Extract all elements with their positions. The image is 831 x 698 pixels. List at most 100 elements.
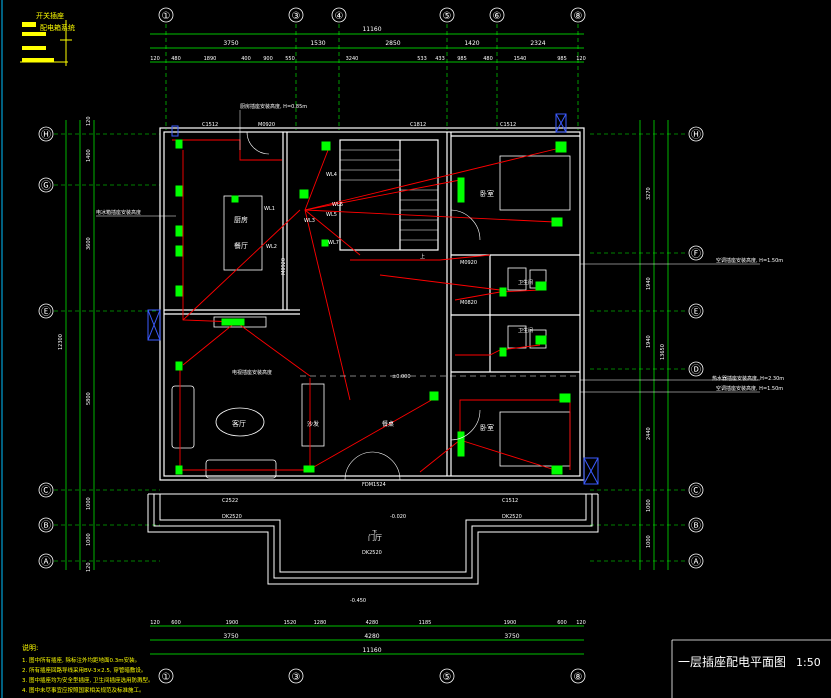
axis-right-A: Ⓐ [691,556,701,568]
bed-1 [499,155,571,211]
dim-top-r2-5: 550 [285,56,295,62]
door-swings [246,131,481,481]
dim-top-r1-3: 1420 [464,40,479,47]
dim-top-r2-4: 900 [263,56,273,62]
dim-bot-r1-3: 1520 [284,620,297,626]
dim-top-r2-7: 533 [417,56,427,62]
axis-bot-5: ⑤ [443,672,452,683]
dining-table-shape [223,195,263,271]
notes-line-2: 2. 所有插座回路导线采用BV-3×2.5, 穿管暗敷设。 [22,666,146,674]
building-walls [159,127,585,481]
lbl-door-mid2: M0820 [460,300,477,306]
axis-top-5: ⑤ [443,11,452,22]
socket-9 [231,195,239,203]
socket-24 [535,335,547,345]
dim-left-1: 1400 [86,149,92,162]
dim-top-r2-0: 120 [150,56,160,62]
socket-16 [551,465,563,475]
dim-bot-r1-2: 1900 [226,620,239,626]
dim-right-3: 2440 [646,427,652,440]
lbl-wl6: WL6 [332,202,343,208]
furniture [171,155,571,479]
dim-top-r2-3: 400 [241,56,251,62]
axis-left-G: Ⓖ [41,180,51,192]
lbl-wl4: WL4 [326,172,337,178]
axis-right-E: Ⓔ [691,306,701,318]
annot-fridge: 电冰箱插座安装高度 [96,209,141,216]
socket-11 [429,391,439,401]
dim-right-overall: 13650 [660,344,666,360]
dim-top-r2-1: 480 [171,56,181,62]
dim-top-r1-1: 1530 [310,40,325,47]
axis-left-H: Ⓗ [41,129,51,141]
socket-6 [175,361,183,371]
lbl-door-top2: M0920 [258,122,275,128]
blue-boxes [147,113,599,485]
circuit-wiring [172,139,571,473]
socket-17 [559,393,571,403]
socket-23 [535,281,547,291]
axis-bot-8: ⑧ [574,672,583,683]
lbl-wl2: WL2 [266,244,277,250]
dim-right-0: 3270 [646,187,652,200]
sockets [175,139,571,475]
notes-title: 说明: [22,643,38,652]
dim-bot-r1-4: 1280 [314,620,327,626]
socket-1 [175,139,183,149]
legend-swatch-3 [22,46,46,50]
dim-top-r1-0: 3750 [223,40,238,47]
socket-14 [555,141,567,153]
notes-line-4: 4. 图中未尽事宜应按照国家相关规范及标准施工。 [22,686,145,694]
socket-20 [321,141,331,151]
bottom-axes: ① ③ ⑤ ⑧ 120 600 1900 1520 1280 4280 1185… [150,620,586,684]
dim-left-5: 1000 [86,533,92,546]
lbl-elev3: -0.450 [350,598,366,604]
room-bedroom2: 卧室 [480,423,494,432]
axis-bot-3: ③ [292,672,301,683]
dim-bot-r1-8: 600 [557,620,567,626]
annot-kitchen: 厨房插座安装高度, H=0.85m [240,103,307,110]
dim-left-3: 5800 [86,392,92,405]
room-entry: 门厅 [368,533,382,542]
dim-right-1: 1940 [646,277,652,290]
dim-left-4: 1000 [86,497,92,510]
dim-top-r2-6: 3240 [346,56,359,62]
axis-right-C: Ⓒ [691,485,701,497]
socket-22 [321,239,329,247]
axis-bot-1: ① [162,672,171,683]
socket-8 [221,318,245,326]
legend-swatch-4 [22,58,54,62]
socket-15 [551,217,563,227]
top-axes: ① ③ ④ ⑤ ⑥ ⑧ 11160 3750 1530 2850 1420 23… [150,7,586,130]
lbl-door-mid3: M0920 [281,258,287,275]
axis-right-F: Ⓕ [691,248,701,260]
dim-bot-r2-2: 3750 [504,633,519,640]
dim-bot-r1-1: 600 [171,620,181,626]
notes-block: 说明: 1. 图中所有插座, 除标注外均距地面0.3m安装。 2. 所有插座回路… [22,643,154,694]
socket-2 [175,185,183,197]
dim-bot-r1-6: 1185 [419,620,432,626]
annot-heater: 热水器插座安装高度, H=2.30m [712,375,784,382]
socket-7 [175,465,183,475]
notes-line-1: 1. 图中所有插座, 除标注外均距地面0.3m安装。 [22,656,140,664]
annot-ac2: 空调插座安装高度, H=1.50m [716,385,783,392]
axis-left-E: Ⓔ [41,306,51,318]
notes-line-3: 3. 图中插座均为安全型插座, 卫生间插座选用防溅型。 [22,676,154,684]
label-sofa: 沙发 [307,420,319,428]
socket-19 [499,347,507,357]
lbl-door-top3: C1812 [410,122,426,128]
legend-label-bottom: 配电箱系统 [40,23,75,32]
lbl-stair: 上 [420,253,425,260]
dim-bot-overall: 11160 [362,647,381,654]
lbl-window-bot2: DK2520 [362,550,382,556]
socket-18 [499,287,507,297]
axis-top-8: ⑧ [574,11,583,22]
socket-5 [175,285,183,297]
right-axes: Ⓗ Ⓕ Ⓔ Ⓓ Ⓒ Ⓑ Ⓐ 3270 1940 1940 2440 1000 1… [590,120,704,570]
porch-outline [147,493,599,585]
room-toilet2: 卫生间 [518,327,533,334]
dim-right-5: 1000 [646,535,652,548]
dim-top-r2-2: 1890 [204,56,217,62]
